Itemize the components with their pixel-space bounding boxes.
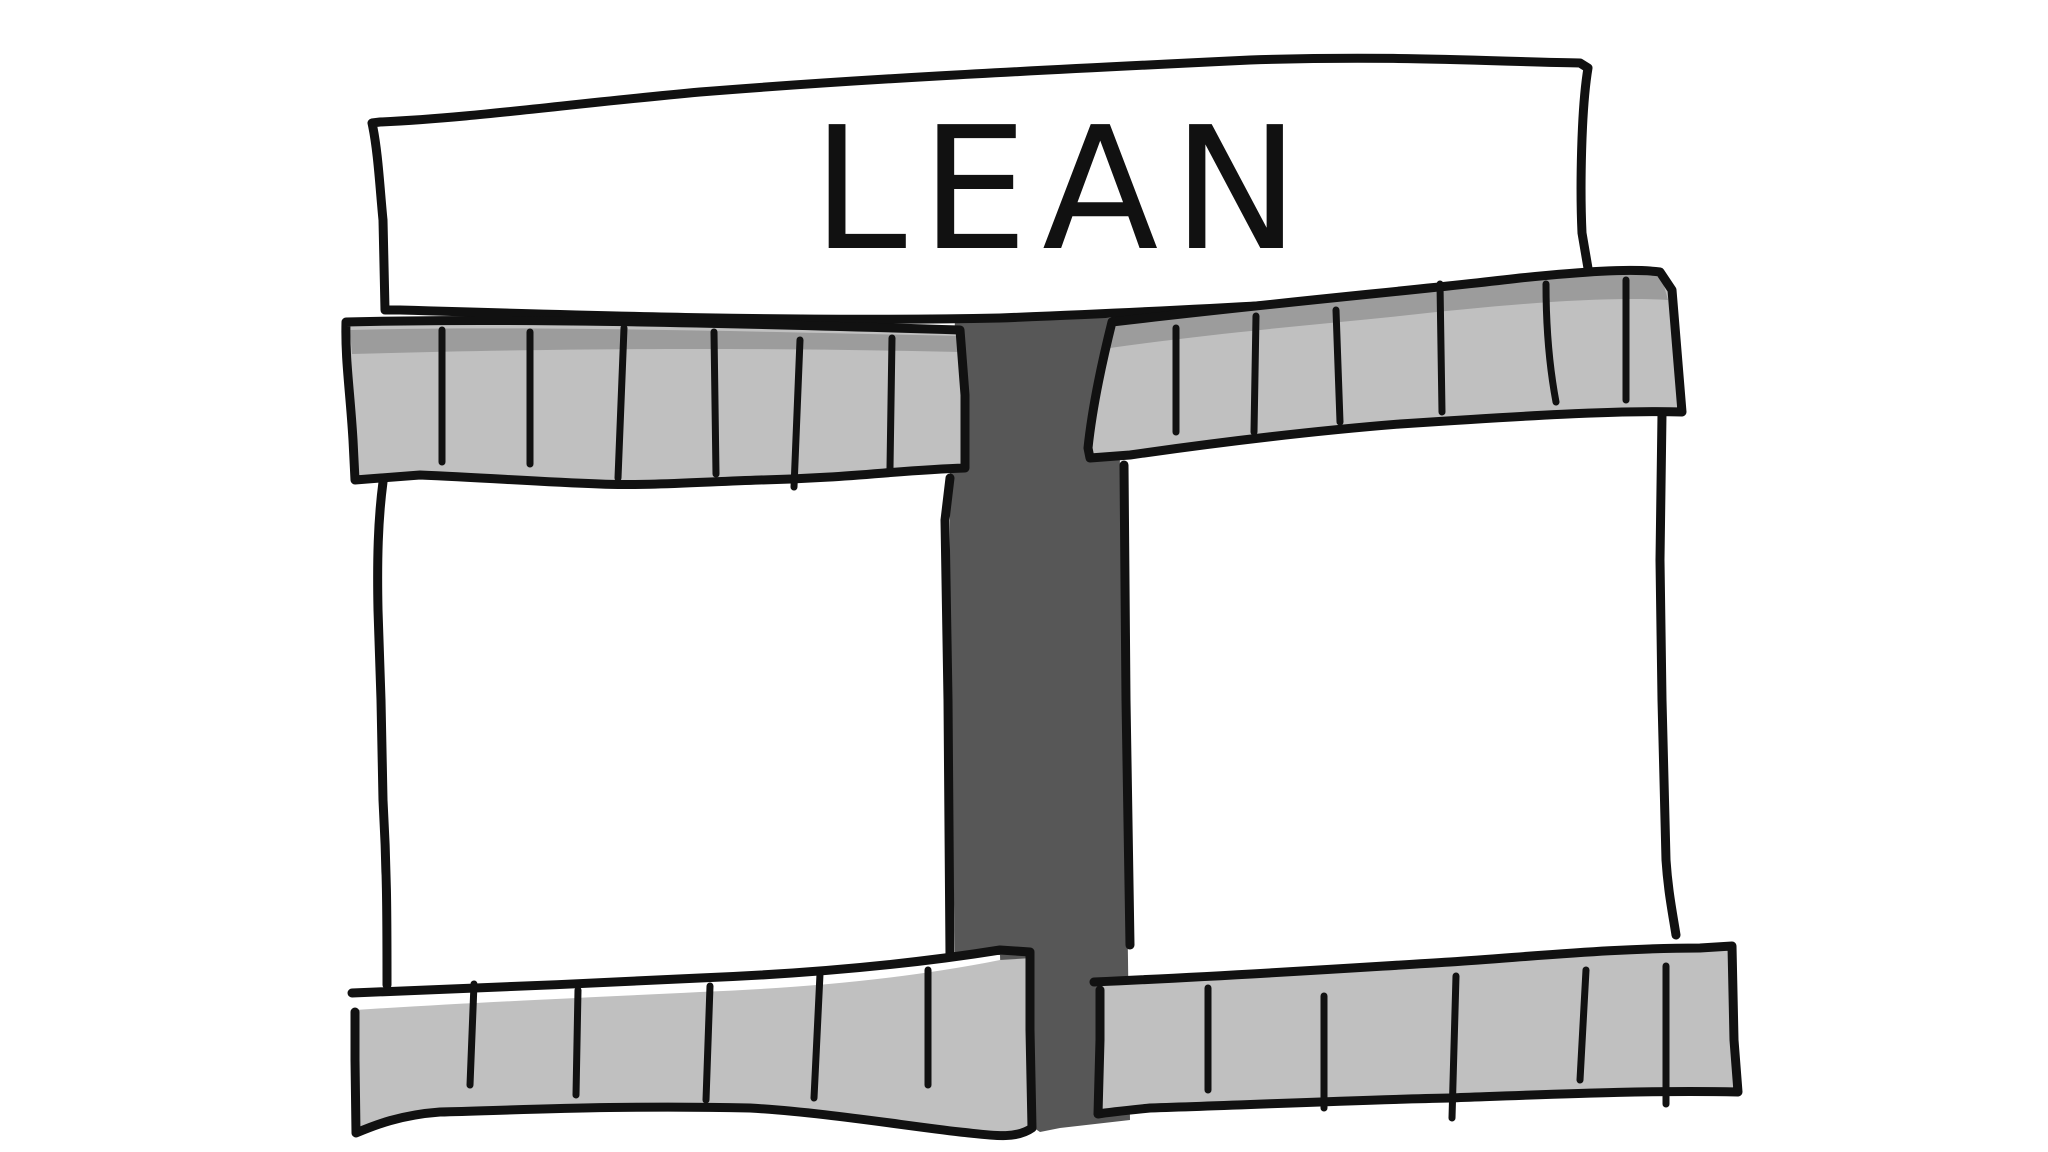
banner-label: LEAN bbox=[812, 91, 1314, 289]
left-bottom-band bbox=[347, 945, 1037, 1141]
right-top-band bbox=[1083, 265, 1687, 463]
central-column bbox=[940, 318, 1135, 1132]
right-bottom-band bbox=[1089, 941, 1743, 1122]
right-wall bbox=[1655, 409, 1681, 940]
lean-banner: LEAN bbox=[367, 53, 1595, 324]
left-top-band bbox=[341, 315, 970, 491]
left-wall bbox=[373, 477, 392, 990]
